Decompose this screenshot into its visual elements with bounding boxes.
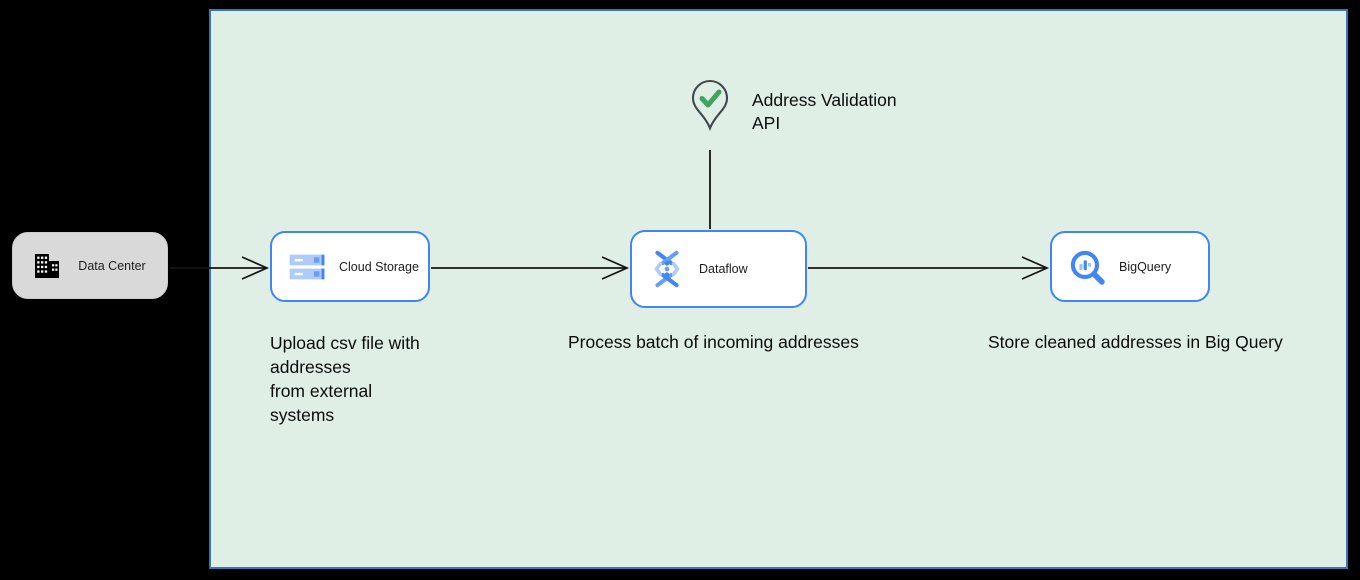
node-cloud-storage[interactable]: Cloud Storage: [270, 231, 430, 302]
dataflow-icon: [648, 249, 686, 289]
caption-cloud-storage: Upload csv file with addresses from exte…: [270, 333, 420, 425]
node-data-center-label: Data Center: [78, 258, 146, 273]
node-bigquery[interactable]: BigQuery: [1050, 231, 1210, 302]
bigquery-icon: [1068, 248, 1106, 286]
node-bigquery-label: BigQuery: [1119, 259, 1172, 274]
node-dataflow-label: Dataflow: [699, 262, 748, 276]
location-pin-check-icon: [690, 79, 730, 137]
building-icon: [34, 253, 60, 278]
node-data-center[interactable]: Data Center: [12, 232, 168, 299]
caption-bigquery: Store cleaned addresses in Big Query: [988, 332, 1283, 352]
node-cloud-storage-label: Cloud Storage: [339, 259, 419, 274]
cloud-storage-icon: [288, 251, 326, 283]
api-marker-label: Address Validation API: [752, 90, 897, 133]
node-dataflow[interactable]: Dataflow: [630, 230, 807, 308]
caption-dataflow: Process batch of incoming addresses: [568, 332, 859, 352]
